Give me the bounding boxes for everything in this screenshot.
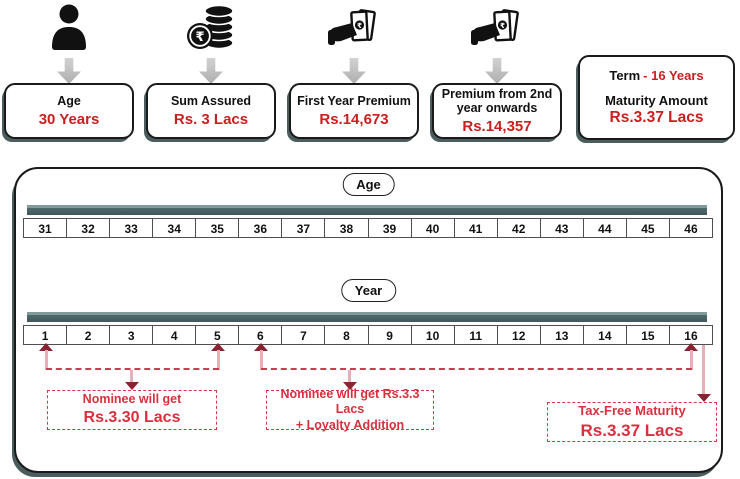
arrow-stem — [130, 370, 133, 384]
note-line2: Rs.3.37 Lacs — [580, 420, 684, 440]
dashed-connector-years-6-16 — [261, 368, 692, 370]
svg-text:₹: ₹ — [195, 30, 204, 45]
age-cell: 33 — [109, 218, 154, 238]
down-arrow-nominee1-icon — [125, 382, 139, 390]
age-cell: 35 — [195, 218, 240, 238]
age-cell: 37 — [281, 218, 326, 238]
up-arrow-year-5-icon — [211, 343, 225, 351]
sum-assured-card-value: Rs. 3 Lacs — [173, 110, 249, 128]
up-arrow-year-1-icon — [39, 343, 53, 351]
age-card: Age 30 Years — [4, 83, 134, 139]
down-arrow-nominee2-icon — [343, 382, 357, 390]
year-cell: 8 — [324, 325, 369, 345]
age-axis-label: Age — [342, 173, 395, 196]
age-card-title: Age — [57, 94, 81, 109]
age-cell: 39 — [367, 218, 412, 238]
person-icon — [49, 3, 89, 51]
age-cell: 45 — [625, 218, 670, 238]
down-arrow-icon — [199, 58, 223, 84]
note-line1: Nominee will get — [82, 392, 182, 407]
sum-assured-card: Sum Assured Rs. 3 Lacs — [146, 83, 276, 139]
year-cell: 15 — [625, 325, 670, 345]
note-line2: Rs.3.30 Lacs — [83, 408, 181, 426]
dashed-connector-years-1-5 — [46, 368, 219, 370]
year-cell: 4 — [152, 325, 197, 345]
age-cell: 46 — [668, 218, 713, 238]
term-value: - 16 Years — [643, 67, 704, 83]
year-cell: 12 — [496, 325, 541, 345]
year-cell: 7 — [281, 325, 326, 345]
tax-free-maturity-note: Tax-Free Maturity Rs.3.37 Lacs — [547, 402, 717, 442]
year-axis-label: Year — [340, 279, 397, 302]
sum-assured-card-title: Sum Assured — [170, 94, 252, 109]
renewal-premium-card-title: Premium from 2nd year onwards — [441, 87, 553, 116]
term-label: Term — [609, 67, 641, 83]
nominee-benefit-note-years-6-16: Nominee will get Rs.3.3 Lacs + Loyalty A… — [266, 386, 434, 432]
note-line2: + Loyalty Addition — [295, 417, 405, 432]
age-cell: 40 — [410, 218, 455, 238]
up-arrow-year-16-icon — [684, 343, 698, 351]
first-year-premium-card: First Year Premium Rs.14,673 — [289, 83, 419, 139]
age-timeline-bar — [27, 205, 707, 215]
down-arrow-maturity-icon — [697, 394, 711, 402]
year-cell: 14 — [582, 325, 627, 345]
age-cell: 38 — [324, 218, 369, 238]
arrow-stem — [260, 350, 263, 370]
down-arrow-icon — [485, 58, 509, 84]
hand-banknote-icon: ₹ — [471, 8, 523, 54]
year-cell: 16 — [668, 325, 713, 345]
down-arrow-icon — [342, 58, 366, 84]
year-cell: 6 — [238, 325, 283, 345]
maturity-amount-label: Maturity Amount — [605, 93, 708, 109]
svg-text:₹: ₹ — [500, 22, 505, 30]
arrow-stem — [702, 345, 705, 395]
age-cell: 32 — [66, 218, 111, 238]
year-cell: 1 — [23, 325, 68, 345]
first-year-premium-card-title: First Year Premium — [297, 94, 411, 109]
svg-text:₹: ₹ — [357, 22, 362, 30]
age-cell: 43 — [539, 218, 584, 238]
age-cell: 42 — [496, 218, 541, 238]
year-cell: 11 — [453, 325, 498, 345]
year-cell: 5 — [195, 325, 240, 345]
note-line1: Tax-Free Maturity — [578, 403, 686, 419]
age-cell: 31 — [23, 218, 68, 238]
up-arrow-year-6-icon — [254, 343, 268, 351]
hand-banknote-icon: ₹ — [328, 8, 380, 54]
year-cell: 2 — [66, 325, 111, 345]
age-card-value: 30 Years — [38, 110, 100, 128]
arrow-stem — [45, 350, 48, 370]
age-cell: 41 — [453, 218, 498, 238]
term-row: Term- 16 Years — [609, 68, 703, 84]
age-cell: 34 — [152, 218, 197, 238]
age-cell: 44 — [582, 218, 627, 238]
note-line1: Nominee will get Rs.3.3 Lacs — [280, 386, 420, 417]
arrow-stem — [217, 350, 220, 370]
arrow-stem — [348, 370, 351, 384]
year-cell: 10 — [410, 325, 455, 345]
year-timeline-bar — [27, 312, 707, 322]
renewal-premium-card-value: Rs.14,357 — [462, 117, 532, 135]
term-maturity-card: Term- 16 Years Maturity Amount Rs.3.37 L… — [578, 55, 735, 140]
down-arrow-icon — [57, 58, 81, 84]
first-year-premium-card-value: Rs.14,673 — [319, 110, 389, 128]
year-cell: 3 — [109, 325, 154, 345]
nominee-benefit-note-years-1-5: Nominee will get Rs.3.30 Lacs — [47, 390, 217, 430]
renewal-premium-card: Premium from 2nd year onwards Rs.14,357 — [432, 83, 562, 139]
year-cell: 9 — [367, 325, 412, 345]
maturity-amount-value: Rs.3.37 Lacs — [609, 108, 704, 126]
age-cell: 36 — [238, 218, 283, 238]
arrow-stem — [690, 350, 693, 370]
rupee-coin-stack-icon: ₹ — [186, 3, 236, 55]
year-cell: 13 — [539, 325, 584, 345]
